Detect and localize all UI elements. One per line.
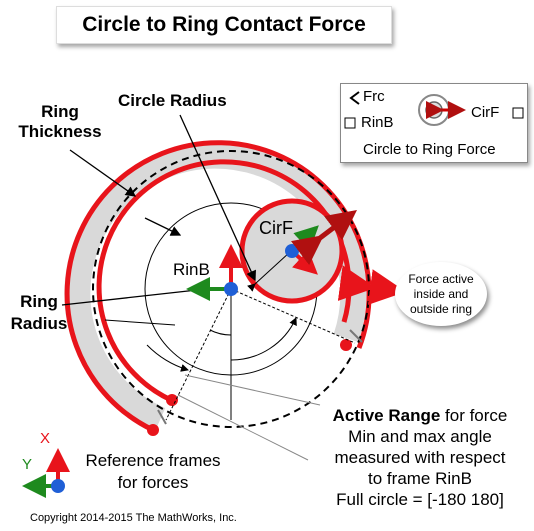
diagram-title: Circle to Ring Contact Force [56,6,392,44]
contact-force-arrow [291,209,357,266]
force-active-bubble: Force active inside and outside ring [395,262,487,326]
arc-end-point [147,424,159,436]
cirf-origin [285,244,299,258]
end-tick [349,329,363,343]
frc-port-icon [349,91,360,105]
force-block[interactable]: Frc RinB CirF Circle to Ring Force [340,83,528,163]
block-port-rinb: RinB [361,114,394,131]
active-range-leader [177,394,309,461]
end-tick [157,409,167,425]
block-circle-icon [425,101,443,119]
legend-y-label: Y [22,456,33,473]
circle-radius-leader [179,114,256,282]
arc-end-point [166,394,178,406]
copyright: Copyright 2014-2015 The MathWorks, Inc. [30,512,237,524]
active-range-label: Active Range for force Min and max angle… [332,406,508,509]
range-line-min [230,288,356,344]
block-port-cirf: CirF [471,104,500,121]
cirf-label: CirF [259,218,293,238]
rinb-port-icon [344,117,356,129]
rinb-origin [224,282,238,296]
angle-arc-max2 [146,344,189,372]
rinb-label: RinB [173,260,210,279]
reference-frames-label: Reference frames for forces [85,451,221,492]
arc-end-point [340,339,352,351]
block-icon [344,91,524,129]
circle-radius-label: Circle Radius [118,91,227,110]
ring-thickness-label: Ring Thickness [18,102,102,141]
cirf-port-icon [512,107,524,119]
active-range-leader [184,374,321,406]
ring-thickness-arrow [69,149,137,197]
block-port-frc: Frc [363,88,385,105]
angle-arc-max [209,329,232,336]
legend-origin [51,479,65,493]
ring-radius-label: Ring Radius [10,292,68,333]
ref-leader [104,319,176,326]
range-line-max [165,288,232,421]
angle-arc-min [230,317,297,361]
legend-x-label: X [40,430,51,447]
block-caption: Circle to Ring Force [363,141,496,158]
ring-radius-leader [144,217,182,236]
circle-radius-arrow [247,251,291,292]
